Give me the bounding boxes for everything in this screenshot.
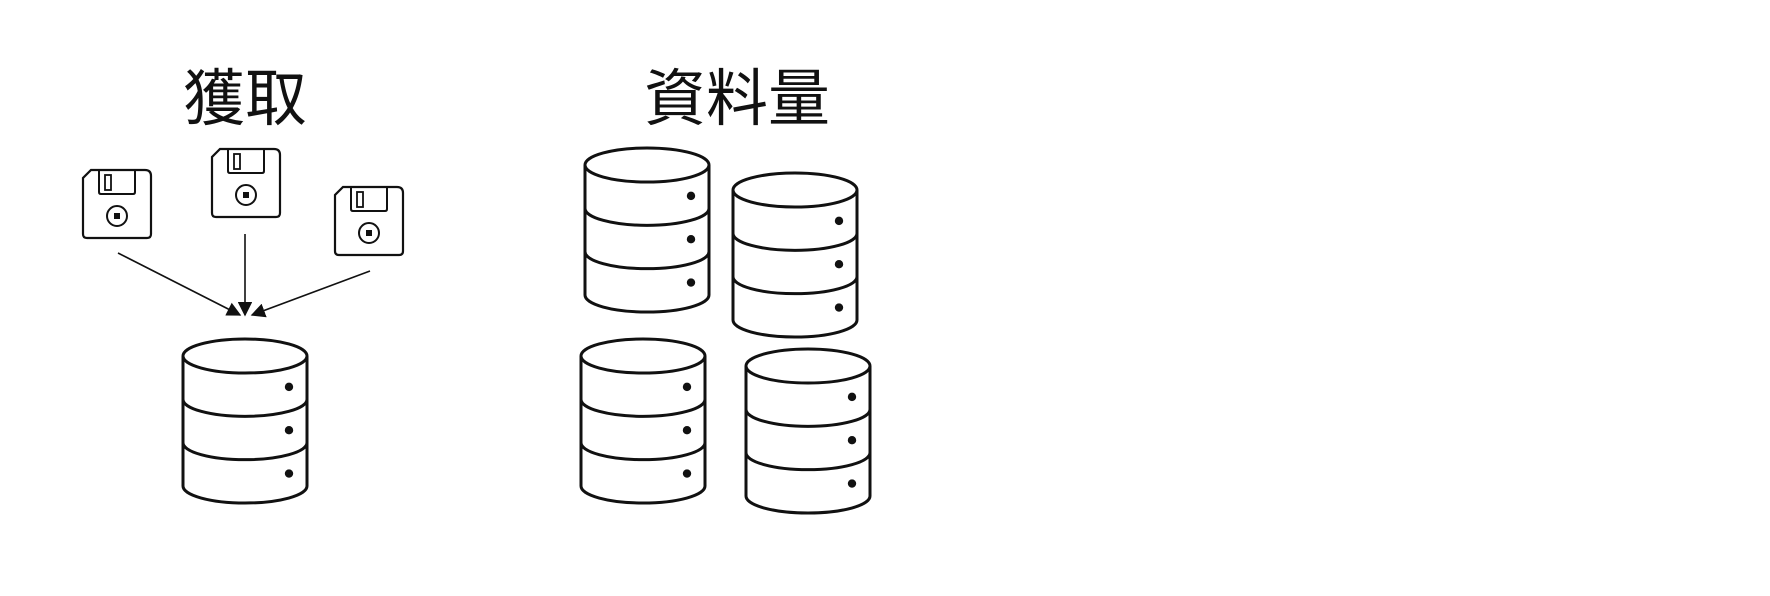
- database-indicator-dot: [682, 426, 692, 435]
- database-icon: [583, 146, 711, 314]
- arrow-icon: [117, 252, 242, 316]
- floppy-disk-icon: [81, 168, 153, 240]
- floppy-disk-icon: [210, 147, 282, 219]
- database-indicator-dot: [284, 426, 294, 435]
- database-indicator-dot: [284, 382, 294, 392]
- arrow-icon: [250, 270, 371, 318]
- database-icon: [731, 171, 859, 339]
- database-icon: [181, 337, 309, 505]
- database-icon: [579, 337, 707, 505]
- volume-title: 資料量: [644, 62, 830, 135]
- database-indicator-dot: [284, 469, 294, 478]
- database-indicator-dot: [847, 436, 857, 445]
- database-indicator-dot: [834, 216, 844, 226]
- floppy-disk-icon: [333, 185, 405, 257]
- database-indicator-dot: [834, 303, 844, 312]
- floppy-group: [81, 147, 405, 257]
- arrow-group: [117, 234, 371, 318]
- database-indicator-dot: [847, 392, 857, 402]
- database-indicator-dot: [682, 382, 692, 392]
- database-group: [181, 146, 872, 515]
- database-indicator-dot: [686, 235, 696, 244]
- database-indicator-dot: [847, 479, 857, 488]
- database-indicator-dot: [686, 191, 696, 201]
- database-indicator-dot: [834, 260, 844, 269]
- database-icon: [744, 347, 872, 515]
- acquire-title: 獲取: [183, 62, 307, 135]
- database-indicator-dot: [686, 278, 696, 287]
- database-indicator-dot: [682, 469, 692, 478]
